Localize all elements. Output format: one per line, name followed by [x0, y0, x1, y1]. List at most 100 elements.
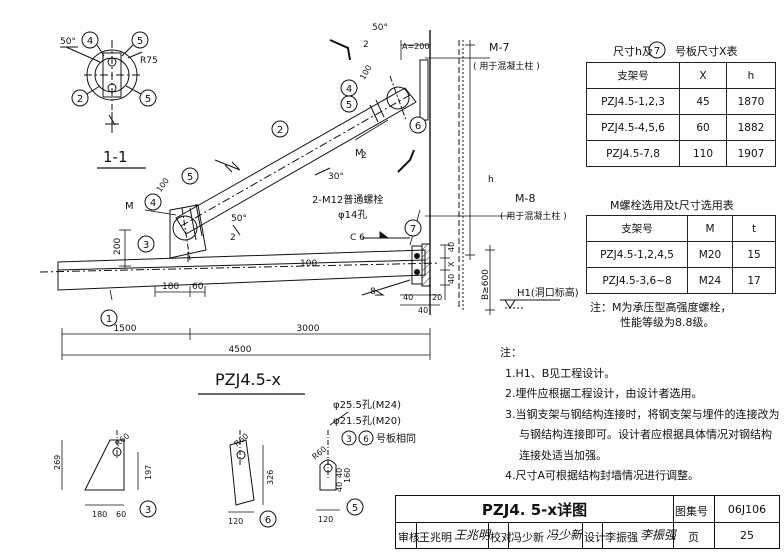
m7-label: M-7 [489, 41, 509, 54]
title-block: PZJ4. 5-x详图 图集号 06J106 审核 王兆明 王兆明 校对 冯少新… [395, 495, 780, 549]
balloon-4: 4 [87, 36, 93, 47]
m7-note: ( 用于混凝土柱 ) [473, 60, 540, 72]
check-label: 校对 [490, 531, 512, 544]
weld-8: 8 [370, 287, 376, 297]
balloon-5: 5 [145, 94, 151, 105]
main-balloons [100, 79, 427, 327]
upper-end-plate [386, 59, 429, 121]
design-signature: 李振强 [640, 528, 677, 542]
design-label: 设计 [584, 531, 606, 544]
table-header: 支架号 [586, 215, 688, 242]
dim-120a: 120 [228, 517, 243, 526]
r60-plate6: R60 [233, 432, 251, 449]
lower-end-plate [411, 243, 431, 287]
note-item: 4.尺寸A可根据结构封墙情况进行调整。 [505, 469, 700, 482]
check-signature: 冯少新 [546, 528, 583, 542]
bolt-spec: 2-M12普通螺栓 [312, 193, 383, 206]
atlas-label: 图集号 [675, 505, 708, 518]
balloon-6: 6 [363, 435, 369, 445]
dim-60b: 60 [116, 510, 126, 519]
note-item: 2.埋件应根据工程设计，由设计者选用。 [505, 387, 703, 400]
dim-40d: 40 [418, 306, 428, 315]
angle-30-label: 30° [328, 172, 344, 182]
r60-plate5: R60 [311, 445, 329, 462]
table-header: X [679, 62, 727, 89]
dim-2-mid: 2 [361, 151, 367, 161]
balloon-3: 3 [143, 240, 149, 251]
table-header: 支架号 [586, 62, 680, 89]
balloon-5: 5 [137, 36, 143, 47]
table-header: h [726, 62, 776, 89]
plate-5-detail [316, 411, 364, 516]
x-mark: X [447, 261, 456, 267]
table-header: t [732, 215, 776, 242]
note-item: 与钢结构连接即可。设计者应根据具体情况对钢结构 [519, 428, 772, 441]
h1-level-mark [500, 299, 560, 309]
notes-title: 注： [500, 346, 522, 359]
dim-20: 20 [432, 293, 442, 302]
d100-lower: 100 [155, 176, 171, 194]
h1-label: H1(洞口标高) [517, 286, 579, 299]
table-header-row: 支架号 X h [586, 62, 776, 89]
h-mark: h [488, 175, 494, 185]
note-item: 1.H1、B见工程设计。 [505, 366, 616, 380]
hole-m24: φ25.5孔(M24) [333, 399, 401, 411]
balloon-5: 5 [352, 503, 358, 514]
balloon-6: 6 [415, 121, 421, 132]
page-label: 页 [688, 531, 699, 544]
section-cut-marks [329, 39, 415, 173]
m-label-lower: M [125, 201, 134, 212]
note-item: 3.当钢支架与钢结构连接时，将钢支架与埋件的连接改为 [505, 407, 780, 421]
section-balloons [71, 31, 157, 107]
table1-title: 尺寸h及号板尺寸X表 [613, 45, 738, 58]
balloon-3: 3 [346, 435, 352, 445]
balloon-5: 5 [346, 100, 352, 111]
general-notes: 注： 1.H1、B见工程设计。 2.埋件应根据工程设计，由设计者选用。 3.当钢… [500, 343, 780, 487]
plate-6-detail [228, 430, 277, 528]
dim-40a: 40 [447, 242, 456, 252]
balloon-6: 6 [265, 515, 271, 526]
dim-120b: 120 [318, 515, 333, 524]
atlas-value: 06J106 [727, 503, 767, 516]
table-header: M [687, 215, 733, 242]
m-label-upper: M [355, 148, 364, 159]
view-label: PZJ4.5-x [215, 370, 281, 389]
plate-ref-balloons [341, 430, 374, 446]
horizontal-beam [39, 249, 441, 291]
dim-60: 60 [192, 282, 204, 292]
review-label: 审核 [398, 531, 420, 544]
dim-40c: 40 [403, 293, 413, 302]
dim-269: 269 [53, 455, 62, 470]
balloon-1: 1 [106, 314, 112, 325]
r75-label: R75 [140, 56, 158, 66]
balloon-4: 4 [346, 84, 352, 95]
hole-m20: φ21.5孔(M20) [333, 415, 401, 427]
review-signature: 王兆明 [454, 528, 491, 542]
dim-197: 197 [144, 465, 153, 480]
a200-label: A=200 [402, 42, 429, 51]
balloon-5: 5 [187, 172, 193, 183]
table1-title-balloon [648, 41, 666, 59]
table2-note: 注：M为承压型高强度螺栓， 性能等级为8.8级。 [590, 301, 732, 329]
d100-upper: 100 [358, 64, 373, 82]
angle-50-lower: 50° [231, 214, 247, 224]
b600-label: B≥600 [481, 269, 491, 300]
note-item: 连接处适当加强。 [519, 448, 607, 462]
dim-40b: 40 [447, 274, 456, 284]
dim-326: 326 [266, 470, 275, 485]
channel-c6: C 6 [350, 233, 365, 243]
r60-plate3: R60 [114, 432, 132, 449]
review-name: 王兆明 [419, 531, 452, 544]
dimension-lines [61, 40, 495, 360]
design-name: 李振强 [605, 531, 638, 544]
same-plate-note: 号板相同 [376, 432, 416, 445]
m8-label: M-8 [515, 192, 535, 205]
angle-50-upper: 50° [372, 23, 388, 33]
